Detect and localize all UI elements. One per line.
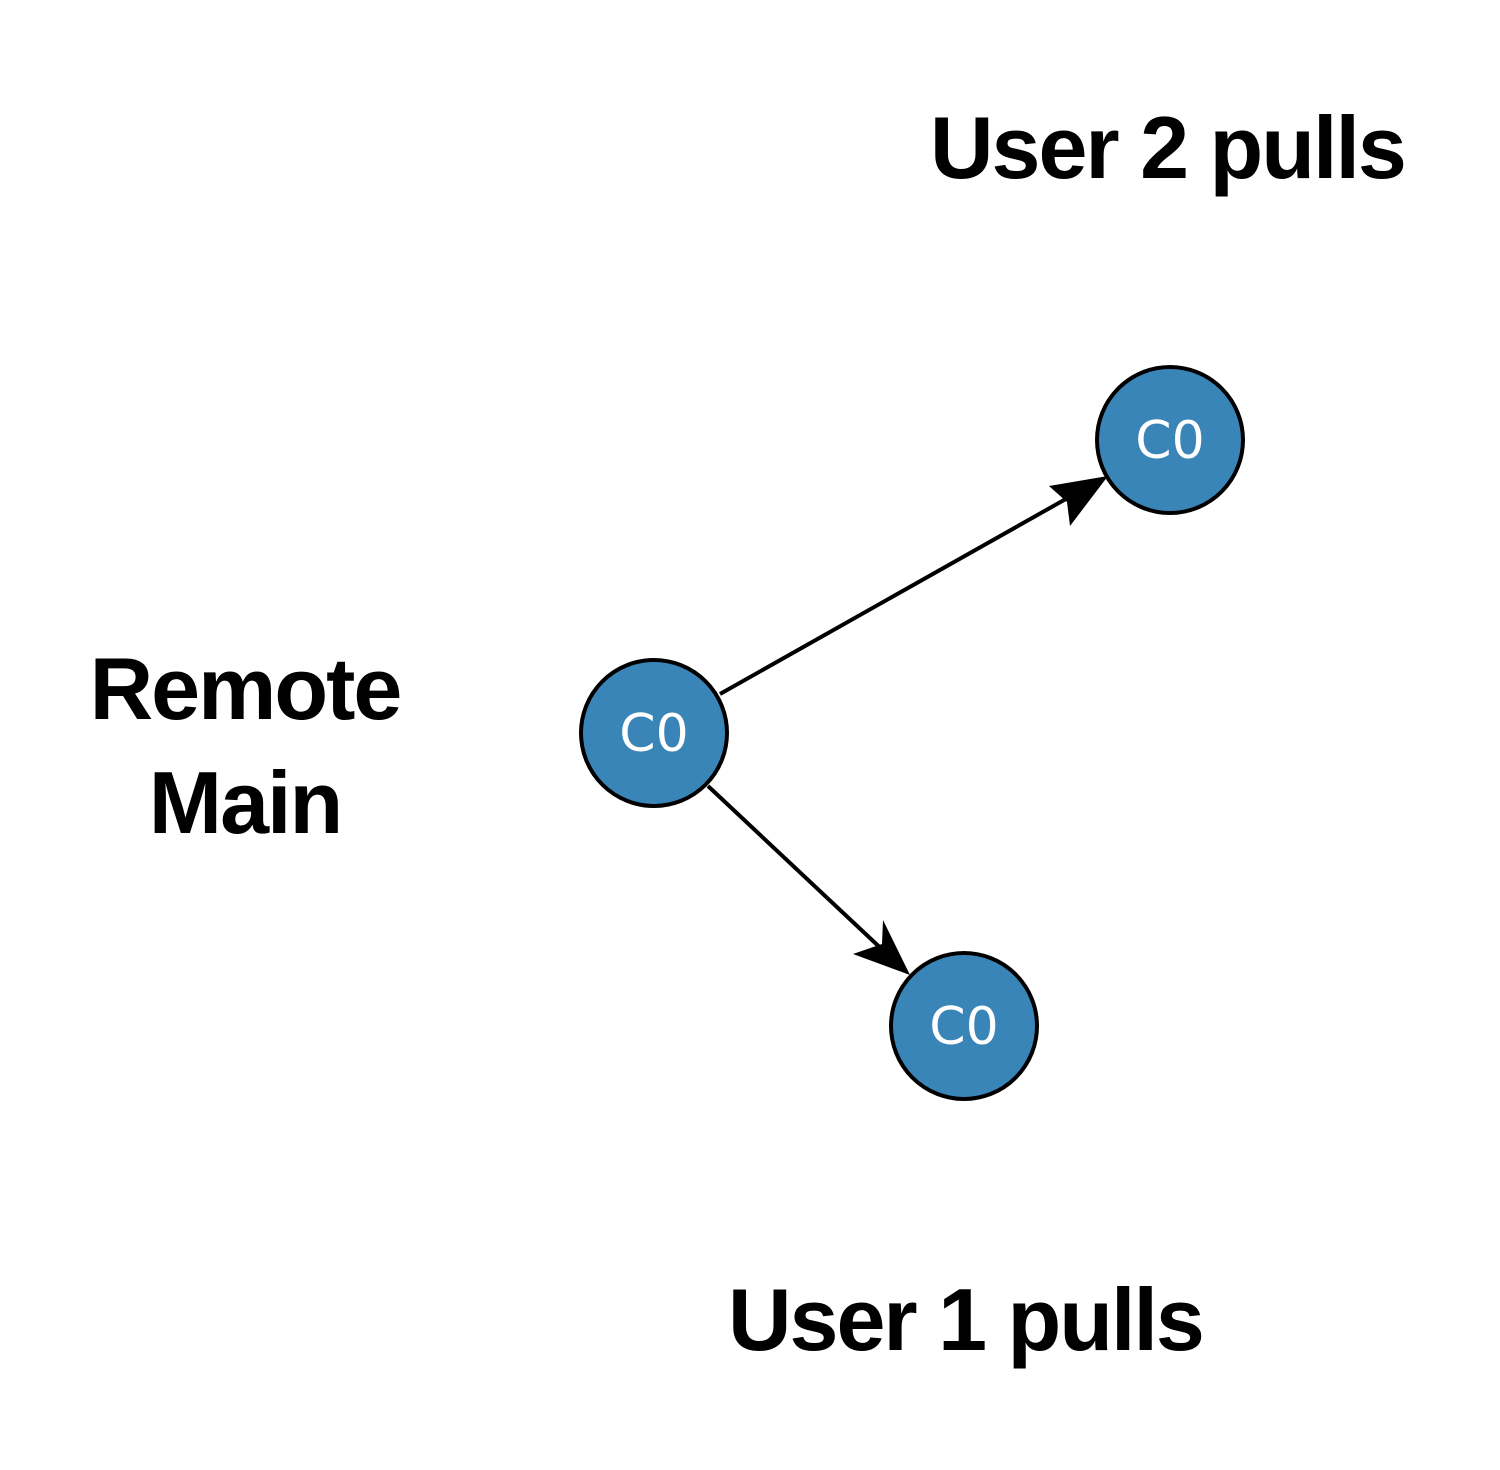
- commit-node-remote: C0: [579, 658, 729, 808]
- arrow-remote-to-user1: [706, 784, 910, 975]
- user2-pulls-label: User 2 pulls: [930, 98, 1407, 197]
- commit-label-user2: C0: [1135, 411, 1204, 471]
- remote-label-line1: Remote: [89, 639, 403, 738]
- commit-label-remote: C0: [619, 704, 688, 764]
- commit-label-user1: C0: [929, 997, 998, 1057]
- commit-node-user1: C0: [889, 951, 1039, 1101]
- remote-main-label: Remote Main: [60, 632, 430, 860]
- user1-pulls-label: User 1 pulls: [728, 1270, 1205, 1369]
- remote-label-line2: Main: [148, 753, 343, 852]
- commit-node-user2: C0: [1095, 365, 1245, 515]
- arrow-remote-to-user2: [719, 476, 1108, 696]
